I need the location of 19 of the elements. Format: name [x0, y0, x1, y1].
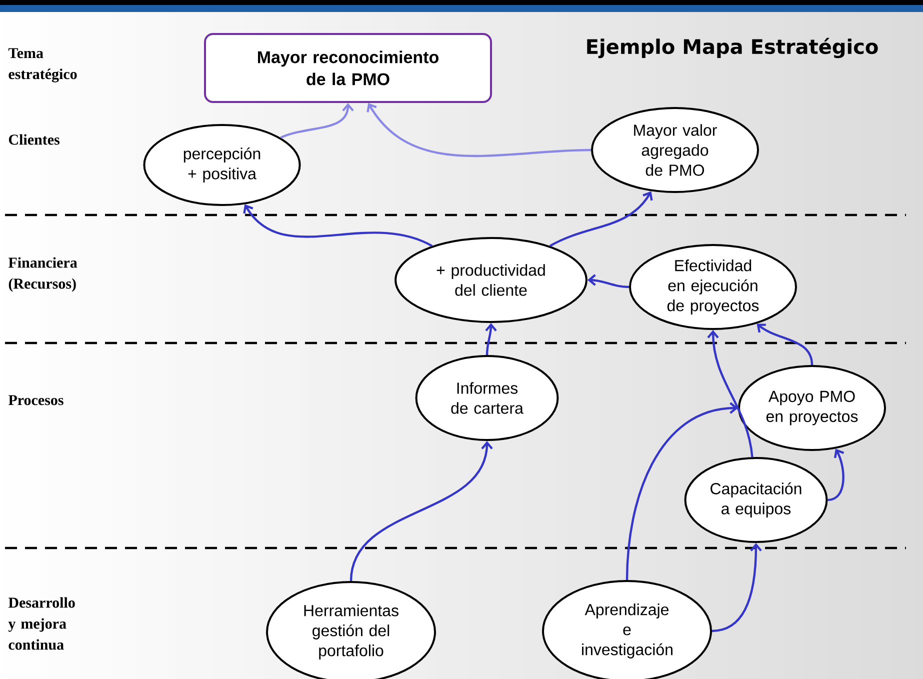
arrow: [712, 542, 762, 632]
arrow: [756, 324, 814, 366]
row-label: Desarrollo y mejora continua: [8, 597, 75, 650]
row-label: Procesos: [8, 395, 64, 406]
arrow: [707, 330, 754, 458]
arrow: [549, 191, 653, 247]
title: Ejemplo Mapa Estratégico: [587, 38, 878, 58]
row-label: Tema estratégico: [8, 48, 77, 82]
objective-box: Mayor reconocimiento de la PMO: [204, 33, 492, 103]
arrow: [243, 204, 433, 247]
arrow: [366, 102, 592, 157]
row-label: Clientes: [8, 134, 60, 145]
arrow: [485, 322, 497, 356]
row-label: Financiera (Recursos): [8, 257, 78, 292]
arrow: [350, 440, 493, 582]
arrow: [828, 448, 844, 502]
arrow: [587, 274, 630, 288]
arrow: [626, 402, 738, 580]
arrow: [280, 102, 354, 139]
